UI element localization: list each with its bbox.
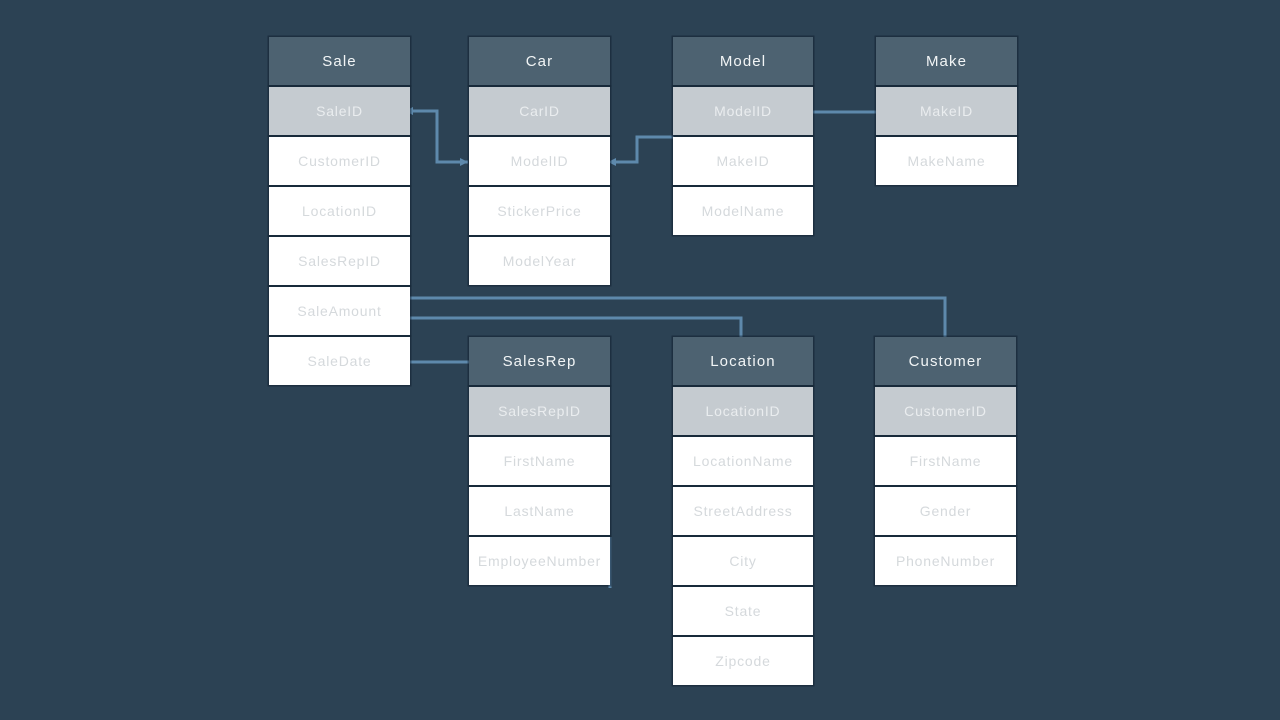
field-car-stickerprice[interactable]: StickerPrice [469,187,610,235]
field-make-makeid[interactable]: MakeID [876,87,1017,135]
connector-car-modelid-to-model[interactable] [612,135,674,164]
table-sale-header[interactable]: Sale [269,37,410,85]
connector-arrowhead-icon [460,158,468,166]
connector-sale-saleamount-to-location[interactable] [410,316,743,337]
connector-sale-saleid-to-car-modelid[interactable] [408,109,468,164]
table-location[interactable]: Location LocationID LocationName StreetA… [673,337,813,685]
field-make-makename[interactable]: MakeName [876,137,1017,185]
field-location-state[interactable]: State [673,587,813,635]
field-sale-salesrepid[interactable]: SalesRepID [269,237,410,285]
field-salesrep-salesrepid[interactable]: SalesRepID [469,387,610,435]
field-sale-saledate[interactable]: SaleDate [269,337,410,385]
field-customer-customerid[interactable]: CustomerID [875,387,1016,435]
field-model-modelname[interactable]: ModelName [673,187,813,235]
field-car-carid[interactable]: CarID [469,87,610,135]
field-model-makeid[interactable]: MakeID [673,137,813,185]
field-location-city[interactable]: City [673,537,813,585]
connector-sale-saleamount-to-customer[interactable] [410,296,947,337]
table-customer-header[interactable]: Customer [875,337,1016,385]
field-location-zipcode[interactable]: Zipcode [673,637,813,685]
field-salesrep-firstname[interactable]: FirstName [469,437,610,485]
field-salesrep-employeenumber[interactable]: EmployeeNumber [469,537,610,585]
table-location-header[interactable]: Location [673,337,813,385]
field-sale-saleid[interactable]: SaleID [269,87,410,135]
connector-arrowhead-icon [608,158,616,166]
field-location-streetaddress[interactable]: StreetAddress [673,487,813,535]
table-salesrep[interactable]: SalesRep SalesRepID FirstName LastName E… [469,337,610,585]
field-sale-locationid[interactable]: LocationID [269,187,410,235]
table-salesrep-header[interactable]: SalesRep [469,337,610,385]
table-model[interactable]: Model ModelID MakeID ModelName [673,37,813,235]
field-model-modelid[interactable]: ModelID [673,87,813,135]
table-make-header[interactable]: Make [876,37,1017,85]
field-location-locationid[interactable]: LocationID [673,387,813,435]
field-sale-customerid[interactable]: CustomerID [269,137,410,185]
field-customer-gender[interactable]: Gender [875,487,1016,535]
table-car[interactable]: Car CarID ModelID StickerPrice ModelYear [469,37,610,285]
field-customer-firstname[interactable]: FirstName [875,437,1016,485]
table-model-header[interactable]: Model [673,37,813,85]
field-car-modelid[interactable]: ModelID [469,137,610,185]
field-customer-phonenumber[interactable]: PhoneNumber [875,537,1016,585]
field-location-locationname[interactable]: LocationName [673,437,813,485]
table-sale[interactable]: Sale SaleID CustomerID LocationID SalesR… [269,37,410,385]
table-customer[interactable]: Customer CustomerID FirstName Gender Pho… [875,337,1016,585]
table-car-header[interactable]: Car [469,37,610,85]
field-salesrep-lastname[interactable]: LastName [469,487,610,535]
table-make[interactable]: Make MakeID MakeName [876,37,1017,185]
field-sale-saleamount[interactable]: SaleAmount [269,287,410,335]
field-car-modelyear[interactable]: ModelYear [469,237,610,285]
